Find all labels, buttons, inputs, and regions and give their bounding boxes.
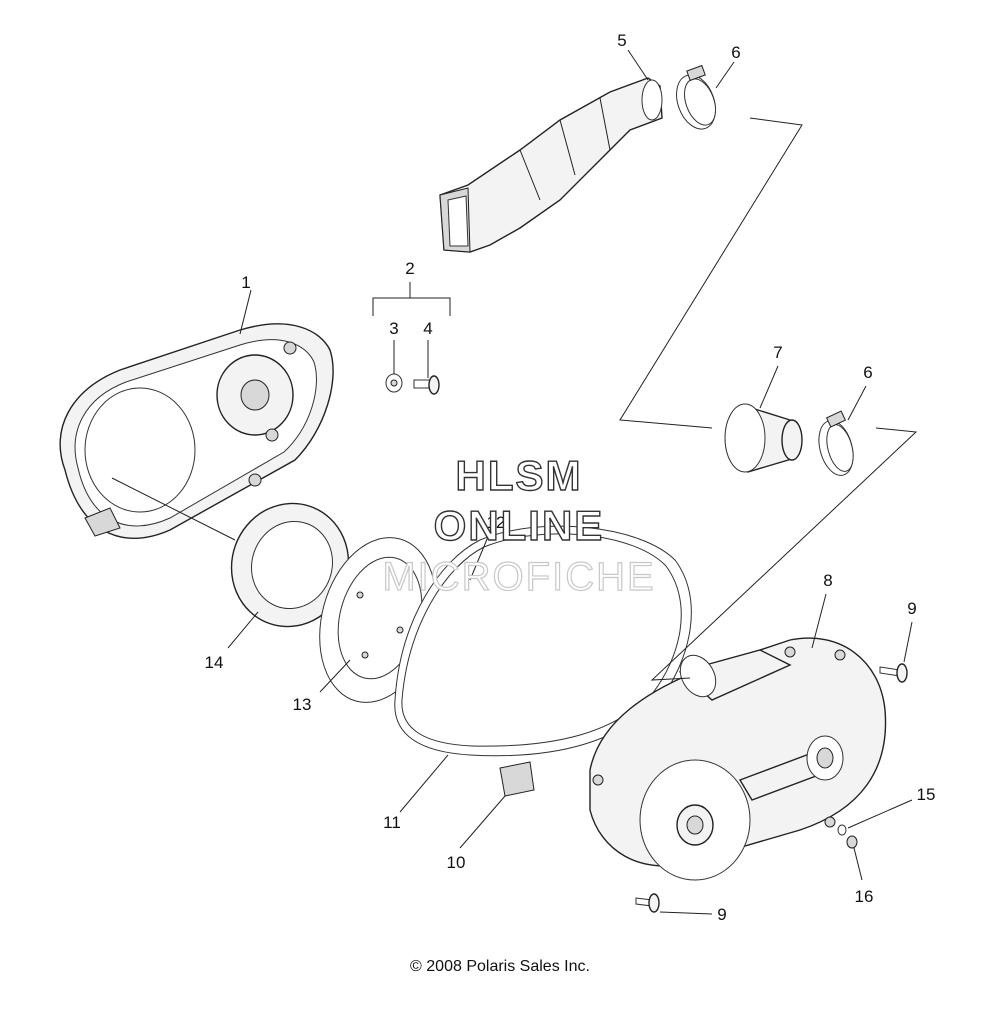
cover-bolt-upper: [879, 663, 908, 683]
cover-bolt-lower: [635, 893, 660, 913]
hose-clamp-top: [676, 64, 717, 130]
bolt: [413, 375, 440, 395]
watermark-line-1: HLSM: [456, 452, 583, 499]
intake-duct: [439, 77, 663, 253]
callout-15: 15: [917, 785, 936, 804]
callout-8: 8: [823, 571, 832, 590]
callout-9-upper: 9: [907, 599, 916, 618]
watermark: HLSM ONLINE MICROFICHE: [382, 451, 655, 599]
callout-11: 11: [383, 813, 401, 832]
decal-label: [499, 761, 535, 797]
callout-10: 10: [447, 853, 466, 872]
callout-3: 3: [389, 319, 398, 338]
callout-9-lower: 9: [717, 905, 726, 924]
cover-seal: [230, 502, 350, 628]
hose-clamp-lower: [818, 410, 854, 476]
callout-13: 13: [293, 695, 312, 714]
callout-2: 2: [405, 259, 414, 278]
callout-5: 5: [617, 31, 626, 50]
small-washer: [837, 824, 847, 836]
duct-coupler: [724, 403, 803, 473]
callout-7: 7: [773, 343, 782, 362]
callout-14: 14: [205, 653, 224, 672]
watermark-line-2: ONLINE: [434, 502, 605, 549]
inner-clutch-cover: [589, 637, 887, 881]
callout-labels: 1 2 3 4 5 6 6 7 8 9 9 10 11 12 13 14 15 …: [205, 31, 936, 924]
drive-belt: [394, 525, 692, 757]
callout-12: 12: [487, 513, 506, 532]
outer-clutch-cover: [59, 323, 334, 539]
callout-6-lower: 6: [863, 363, 872, 382]
small-nut: [846, 835, 858, 849]
washer: [385, 373, 403, 393]
leader-lines: [111, 49, 918, 915]
callout-6-top: 6: [731, 43, 740, 62]
copyright-notice: © 2008 Polaris Sales Inc.: [410, 958, 590, 975]
callout-16: 16: [855, 887, 874, 906]
callout-4: 4: [423, 319, 432, 338]
watermark-line-3: MICROFICHE: [382, 555, 655, 599]
callout-1: 1: [241, 273, 250, 292]
